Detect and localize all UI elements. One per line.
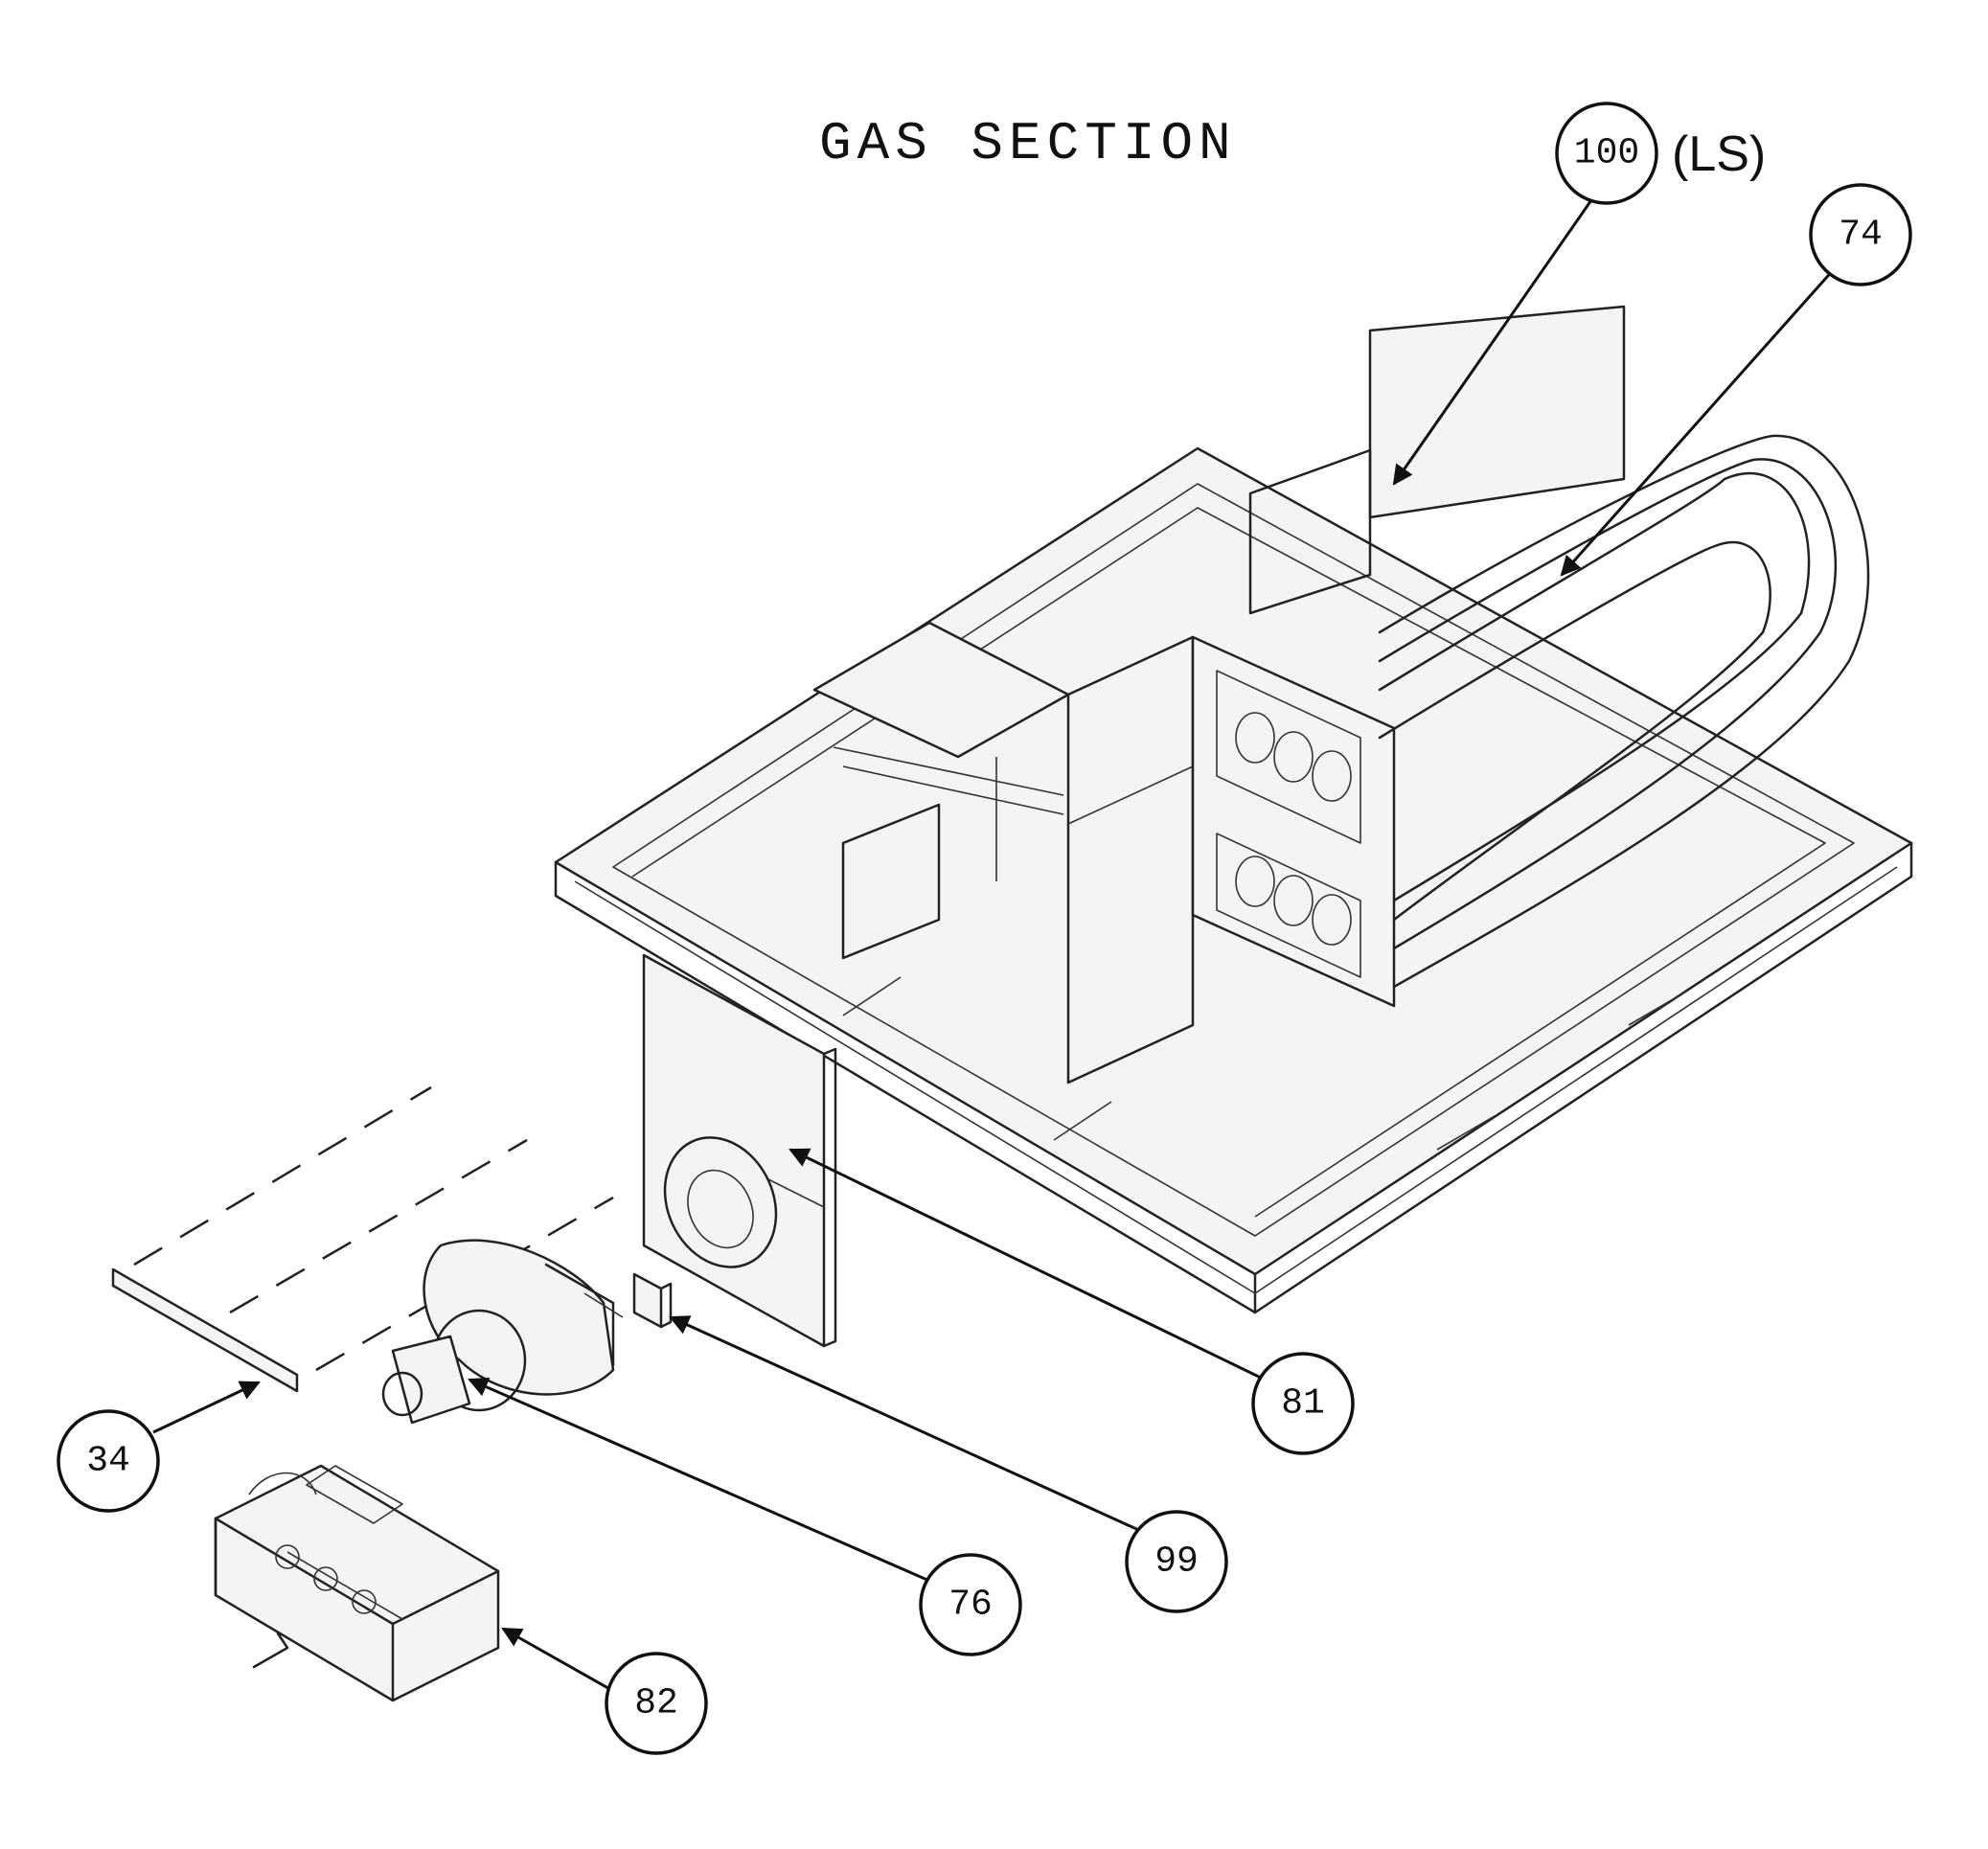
callout-suffix-100: (LS) xyxy=(1672,126,1766,182)
diagram-title: GAS SECTION xyxy=(819,113,1237,174)
burner-shield xyxy=(111,1267,299,1393)
callout-label-100: 100 xyxy=(1574,133,1639,174)
callout-100: 100 (LS) xyxy=(1555,102,1766,205)
bracket xyxy=(632,1272,673,1329)
heat-exchanger xyxy=(1191,305,1870,1008)
callout-74: 74 xyxy=(1809,183,1912,286)
callout-76: 76 xyxy=(919,1553,1022,1656)
callout-34: 34 xyxy=(57,1409,160,1513)
callout-label-82: 82 xyxy=(634,1683,678,1724)
callout-82: 82 xyxy=(605,1652,708,1755)
leader-lines xyxy=(152,187,1837,1693)
callout-99: 99 xyxy=(1125,1510,1228,1613)
callout-label-81: 81 xyxy=(1281,1383,1325,1425)
burner-assembly xyxy=(214,1464,500,1702)
inducer-blower xyxy=(381,1239,624,1425)
callout-label-99: 99 xyxy=(1154,1541,1199,1583)
callout-81: 81 xyxy=(1251,1352,1355,1455)
vestibule-partition xyxy=(812,621,1195,1084)
callout-label-76: 76 xyxy=(948,1585,993,1626)
access-panel xyxy=(642,953,837,1348)
callout-label-34: 34 xyxy=(86,1441,130,1482)
callout-label-74: 74 xyxy=(1839,215,1883,256)
